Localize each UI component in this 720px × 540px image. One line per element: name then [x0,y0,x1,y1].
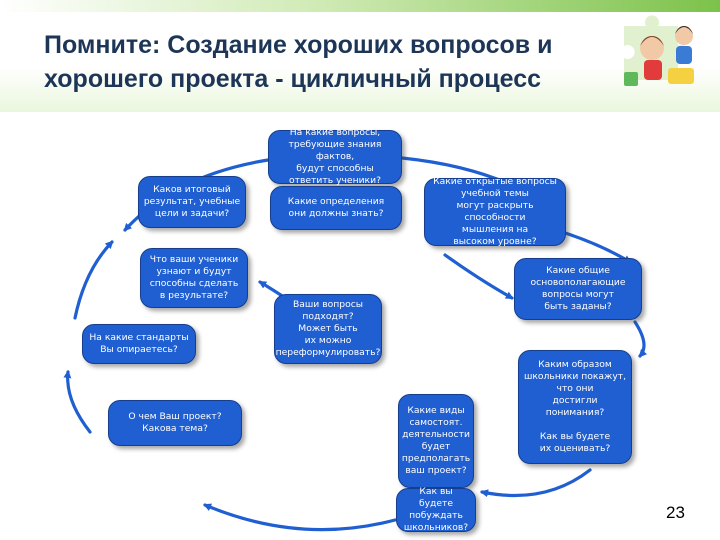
node-final-result: Каков итоговый результат, учебные цели и… [138,176,246,228]
node-motivate: Как вы будете побуждать школьников? [396,486,476,533]
node-fit-questions: Ваши вопросы подходят? Может быть их мож… [274,294,382,364]
node-definitions: Какие определения они должны знать? [270,186,402,230]
node-learn-and-do: Что ваши ученики узнают и будут способны… [140,248,248,308]
arrow-left-lower [63,370,92,434]
arrow-right-lower [480,468,592,498]
node-show-understanding: Каким образом школьники покажут, что они… [518,350,632,464]
header-gradient-bar [0,0,720,12]
slide-title-line-2: хорошего проекта - цикличный процесс [44,65,542,93]
node-general-questions: Какие общие основополагающие вопросы мог… [514,258,642,320]
slide-title-line-1: Помните: Создание хороших вопросов и [44,31,553,59]
arrow-bottom-left [203,503,397,532]
node-open-questions: Какие открытые вопросы учебной темы могу… [424,176,566,247]
node-standards: На какие стандарты Вы опираетесь? [82,324,196,364]
arrow-inner-right [443,253,514,300]
arrow-right-middle [633,320,647,358]
slide-title: Помните: Создание хороших вопросов и хор… [44,28,644,96]
node-project-theme: О чем Ваш проект? Какова тема? [108,400,242,446]
node-factual-questions: На какие вопросы, требующие знания факто… [268,127,402,186]
header-band [0,0,720,112]
puzzle-kids-icon [624,15,694,86]
arrow-left-upper [73,240,114,320]
node-activities: Какие виды самостоят. деятельности будет… [398,394,474,488]
page-number: 23 [666,503,685,522]
